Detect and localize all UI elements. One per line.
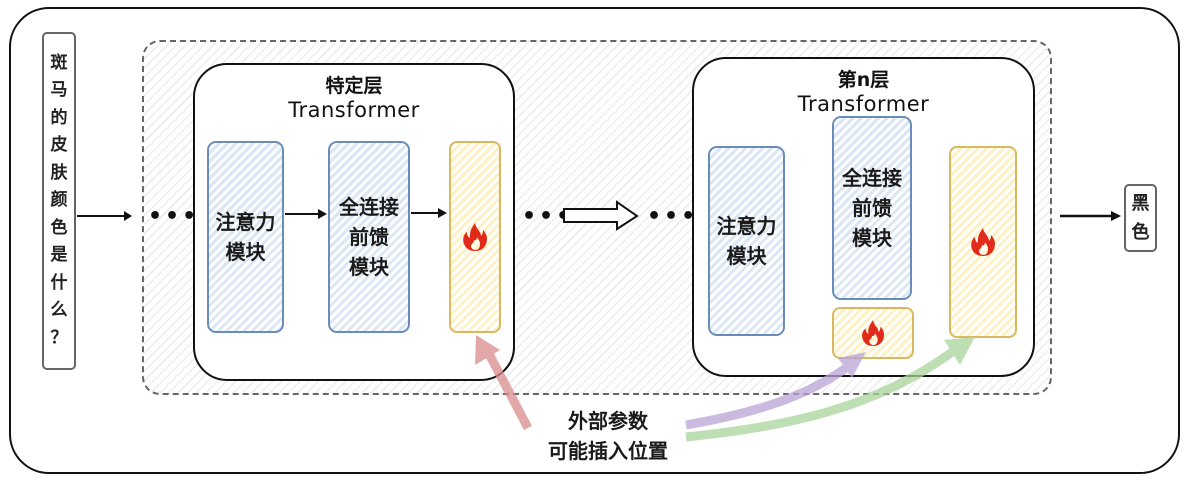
layer-title: 第n层 <box>837 69 890 91</box>
attention-module: 注意力 模块 <box>207 141 284 333</box>
attention-module-line1: 注意力 <box>215 210 276 234</box>
layer-subtitle: Transformer <box>797 92 930 116</box>
question-char: 么 <box>50 300 68 321</box>
ffn-module: 全连接 前馈 模块 <box>328 141 410 333</box>
ffn-module-line3: 模块 <box>852 226 892 250</box>
fire-icon <box>862 320 885 346</box>
ffn-module-line1: 全连接 <box>339 195 399 219</box>
caption-line1: 外部参数 <box>568 409 648 433</box>
attention-module-n: 注意力 模块 <box>708 146 785 336</box>
answer-char: 黑 <box>1131 193 1150 214</box>
ellipsis-middle-right: ••• <box>647 204 699 229</box>
caption-line2: 可能插入位置 <box>548 439 668 463</box>
ellipsis-left: ••• <box>148 204 200 229</box>
fire-icon <box>463 223 487 251</box>
question-char: 斑 <box>50 52 68 73</box>
adapter-module <box>449 141 501 333</box>
outer-frame <box>9 7 1180 474</box>
question-char: 皮 <box>50 135 68 156</box>
layer-title: 特定层 <box>325 75 383 97</box>
adapter-module-n <box>949 146 1017 338</box>
question-char: 颜 <box>50 190 68 211</box>
attention-module-line2: 模块 <box>225 240 266 264</box>
ffn-module-line1: 全连接 <box>842 166 902 190</box>
ellipsis-middle-left: ••• <box>522 204 574 229</box>
question-char: 的 <box>50 107 68 128</box>
attention-module-line1: 注意力 <box>716 214 777 238</box>
question-char: 肤 <box>50 162 68 183</box>
ffn-module-n: 全连接 前馈 模块 <box>832 116 912 300</box>
ffn-module-line2: 前馈 <box>852 196 892 220</box>
fire-icon <box>971 228 995 256</box>
ffn-module-line2: 前馈 <box>349 225 389 249</box>
input-question-box: 斑马的皮肤颜色是什么 ？ <box>42 32 76 370</box>
answer-char: 色 <box>1131 222 1150 243</box>
ffn-module-line3: 模块 <box>349 255 389 279</box>
question-char: ？ <box>50 327 68 348</box>
question-char: 是 <box>50 245 68 266</box>
inner-adapter-module-n <box>832 307 914 359</box>
question-char: 什 <box>50 272 68 293</box>
layer-subtitle: Transformer <box>288 98 420 122</box>
caption: 外部参数 可能插入位置 <box>528 406 688 466</box>
output-answer-box: 黑色 <box>1124 184 1157 252</box>
question-char: 色 <box>50 217 68 238</box>
question-char: 马 <box>50 80 68 101</box>
attention-module-line2: 模块 <box>726 244 767 268</box>
